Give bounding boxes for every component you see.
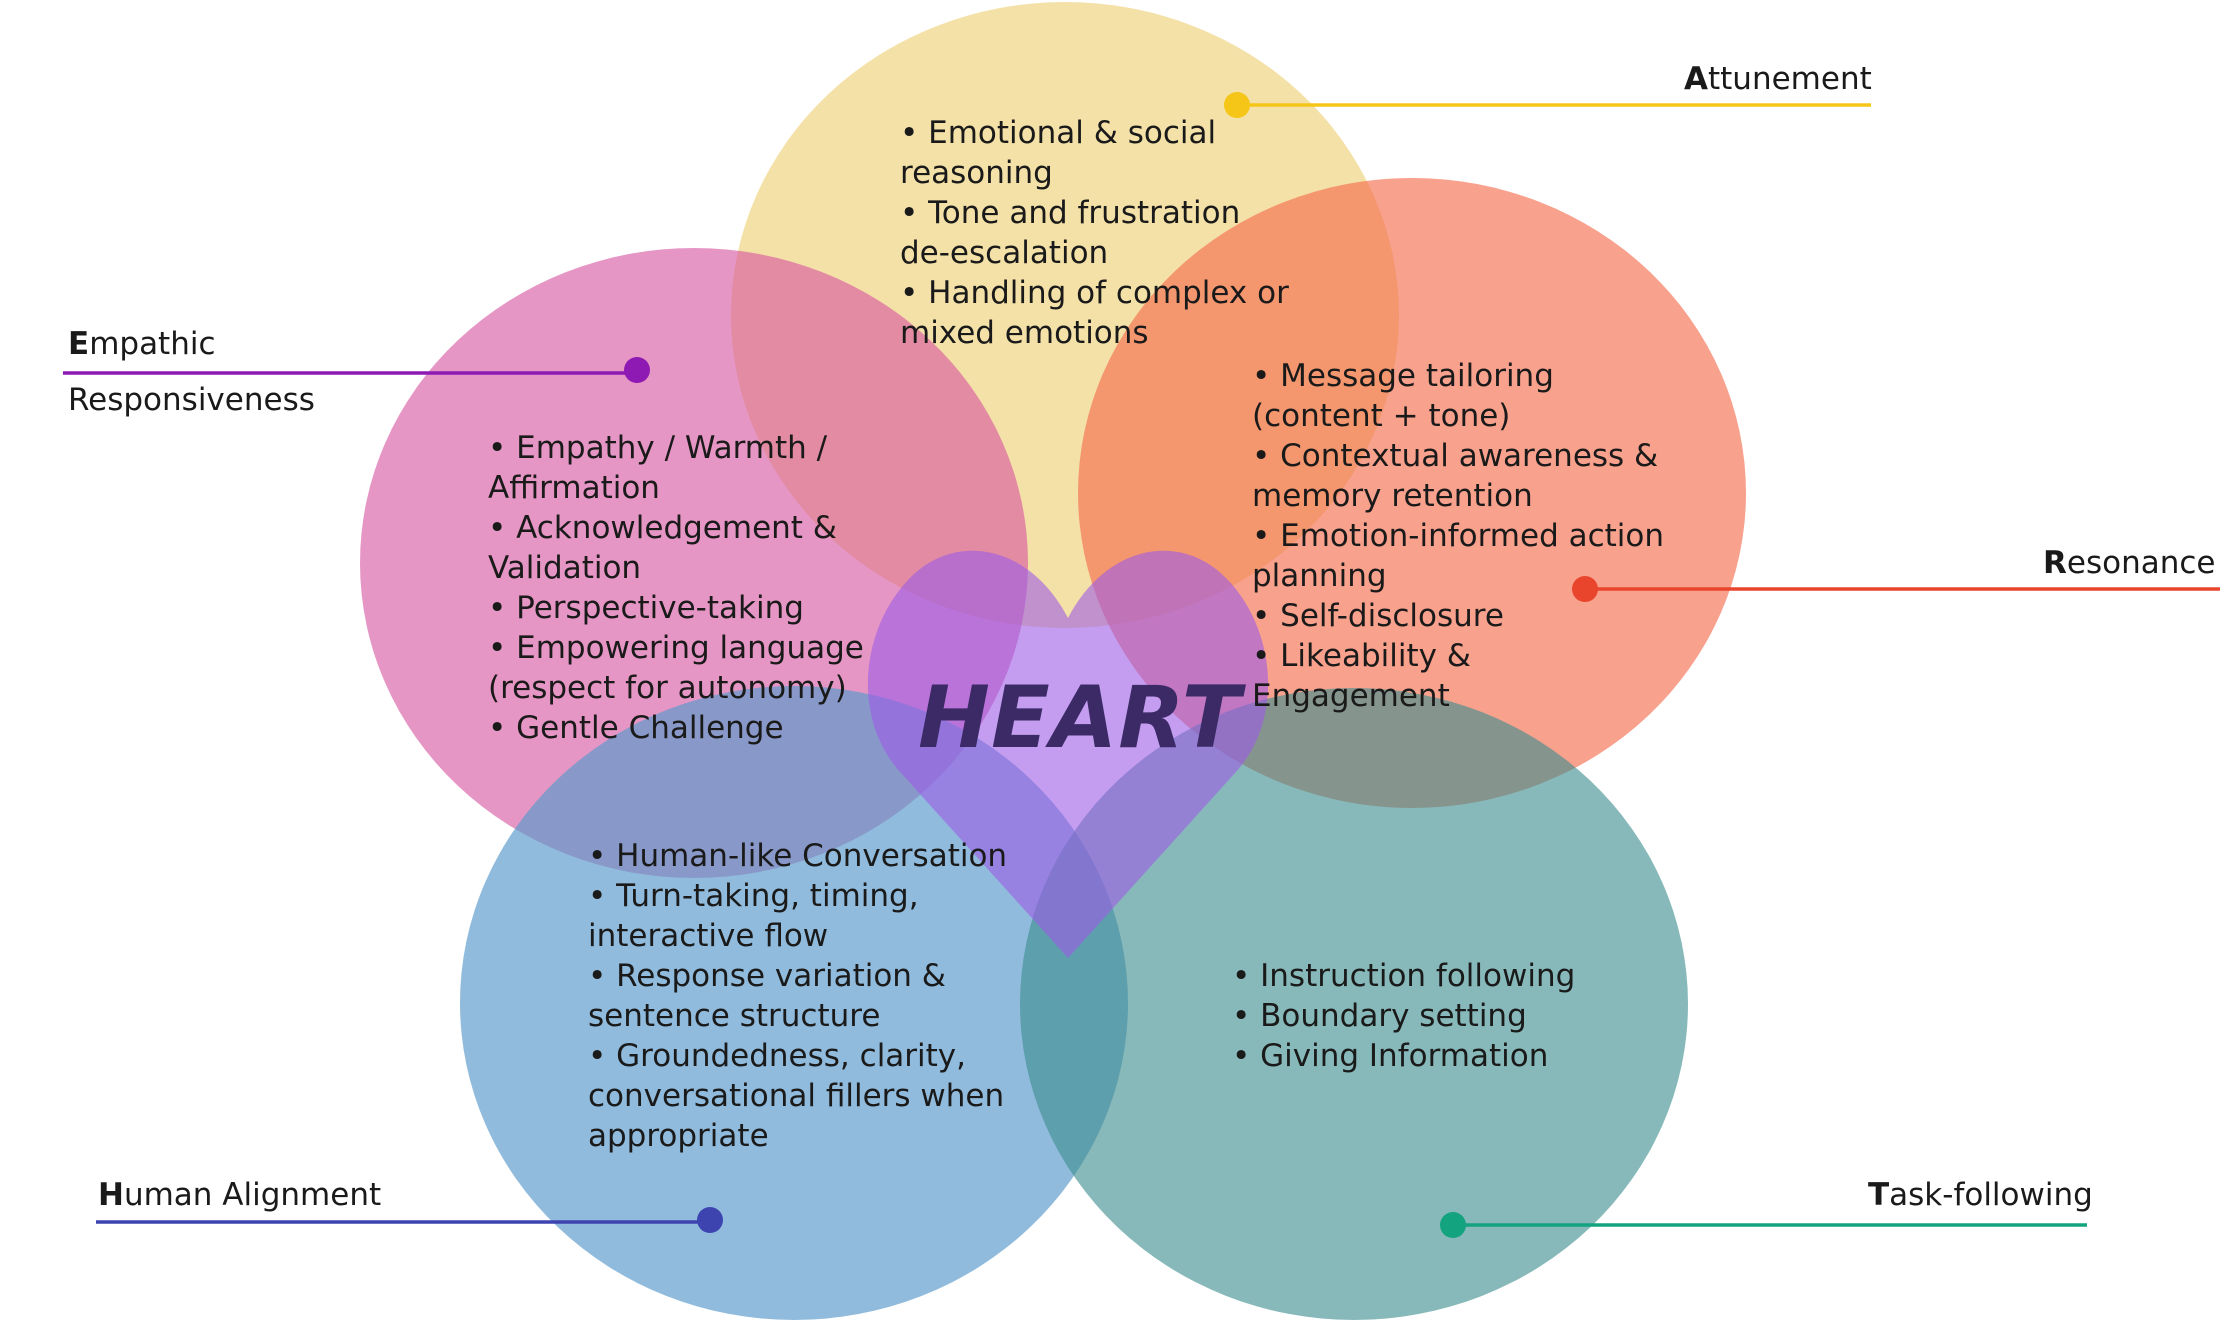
empathic-label-line2: Responsiveness <box>68 382 315 418</box>
task-following-dot <box>1440 1212 1466 1238</box>
human-item: • Response variation & sentence structur… <box>588 958 946 1034</box>
attunement-item: • Handling of complex or mixed emotions <box>900 275 1289 351</box>
human-item: • Groundedness, clarity, conversational … <box>588 1038 1005 1154</box>
task-following-ellipse <box>1020 688 1688 1320</box>
resonance-item: • Likeability & Engagement <box>1252 638 1471 714</box>
resonance-label: Resonance <box>2043 545 2216 581</box>
task-following-items: • Instruction following • Boundary settin… <box>1232 956 1652 1076</box>
attunement-label: Attunement <box>1684 61 1872 97</box>
attunement-item: • Emotional & social reasoning <box>900 115 1217 191</box>
empathic-item: • Empowering language (respect for auton… <box>488 630 864 706</box>
attunement-items: • Emotional & social reasoning• Tone and… <box>900 113 1300 353</box>
empathic-dot <box>624 357 650 383</box>
human-alignment-items: • Human-like Conversation • Turn-taking, … <box>588 836 1018 1156</box>
heart-title: HEART <box>918 668 1242 768</box>
task-following-label: Task-following <box>1868 1177 2093 1213</box>
empathic-item: • Empathy / Warmth / Affirmation <box>488 430 828 506</box>
resonance-item: • Contextual awareness & memory retentio… <box>1252 438 1659 514</box>
empathic-item: • Gentle Challenge <box>488 710 784 746</box>
task-item: • Giving Information <box>1232 1038 1549 1074</box>
heart-shape <box>867 550 1269 958</box>
human-item: • Turn-taking, timing, interactive flow <box>588 878 919 954</box>
empathic-items: • Empathy / Warmth / Affirmation• Acknow… <box>488 428 878 748</box>
human-alignment-dot <box>697 1207 723 1233</box>
empathic-item: • Perspective-taking <box>488 590 804 626</box>
human-alignment-ellipse <box>460 686 1128 1320</box>
resonance-dot <box>1572 576 1598 602</box>
resonance-item: • Message tailoring (content + tone) <box>1252 358 1554 434</box>
attunement-dot <box>1224 92 1250 118</box>
task-item: • Instruction following <box>1232 958 1576 994</box>
empathic-label: Empathic <box>68 326 216 362</box>
empathic-item: • Acknowledgement & Validation <box>488 510 837 586</box>
task-item: • Boundary setting <box>1232 998 1527 1034</box>
human-alignment-label: Human Alignment <box>98 1177 382 1213</box>
resonance-item: • Self-disclosure <box>1252 598 1504 634</box>
attunement-item: • Tone and frustration de-escalation <box>900 195 1241 271</box>
resonance-items: • Message tailoring (content + tone)• Co… <box>1252 356 1672 716</box>
resonance-item: • Emotion-informed action planning <box>1252 518 1665 594</box>
human-item: • Human-like Conversation <box>588 838 1008 874</box>
